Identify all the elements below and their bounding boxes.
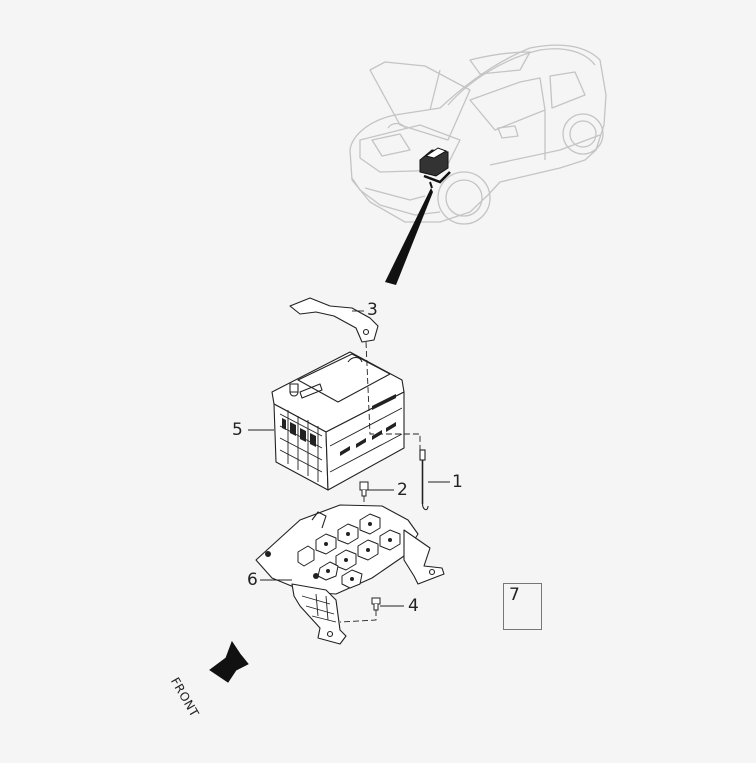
callout-5: 5 <box>232 420 243 440</box>
callout-7: 7 <box>509 585 520 605</box>
upper-bolt <box>359 481 369 497</box>
part-7-box: 7 <box>503 583 542 630</box>
hold-down-clamp <box>289 297 379 343</box>
lower-bolt <box>371 597 381 611</box>
j-bolt-rod <box>419 449 429 511</box>
leader-lines <box>248 310 450 607</box>
battery-tray <box>255 504 445 645</box>
callout-1: 1 <box>452 472 463 492</box>
battery-illustration <box>271 351 405 491</box>
pointer-arrow-icon <box>385 188 433 285</box>
callout-3: 3 <box>367 300 378 320</box>
callout-6: 6 <box>247 570 258 590</box>
front-direction-arrow-icon <box>209 640 249 683</box>
vehicle-outline-icon <box>349 44 607 225</box>
callout-4: 4 <box>408 596 419 616</box>
callout-2: 2 <box>397 480 408 500</box>
engine-bay-battery-icon <box>419 147 451 189</box>
